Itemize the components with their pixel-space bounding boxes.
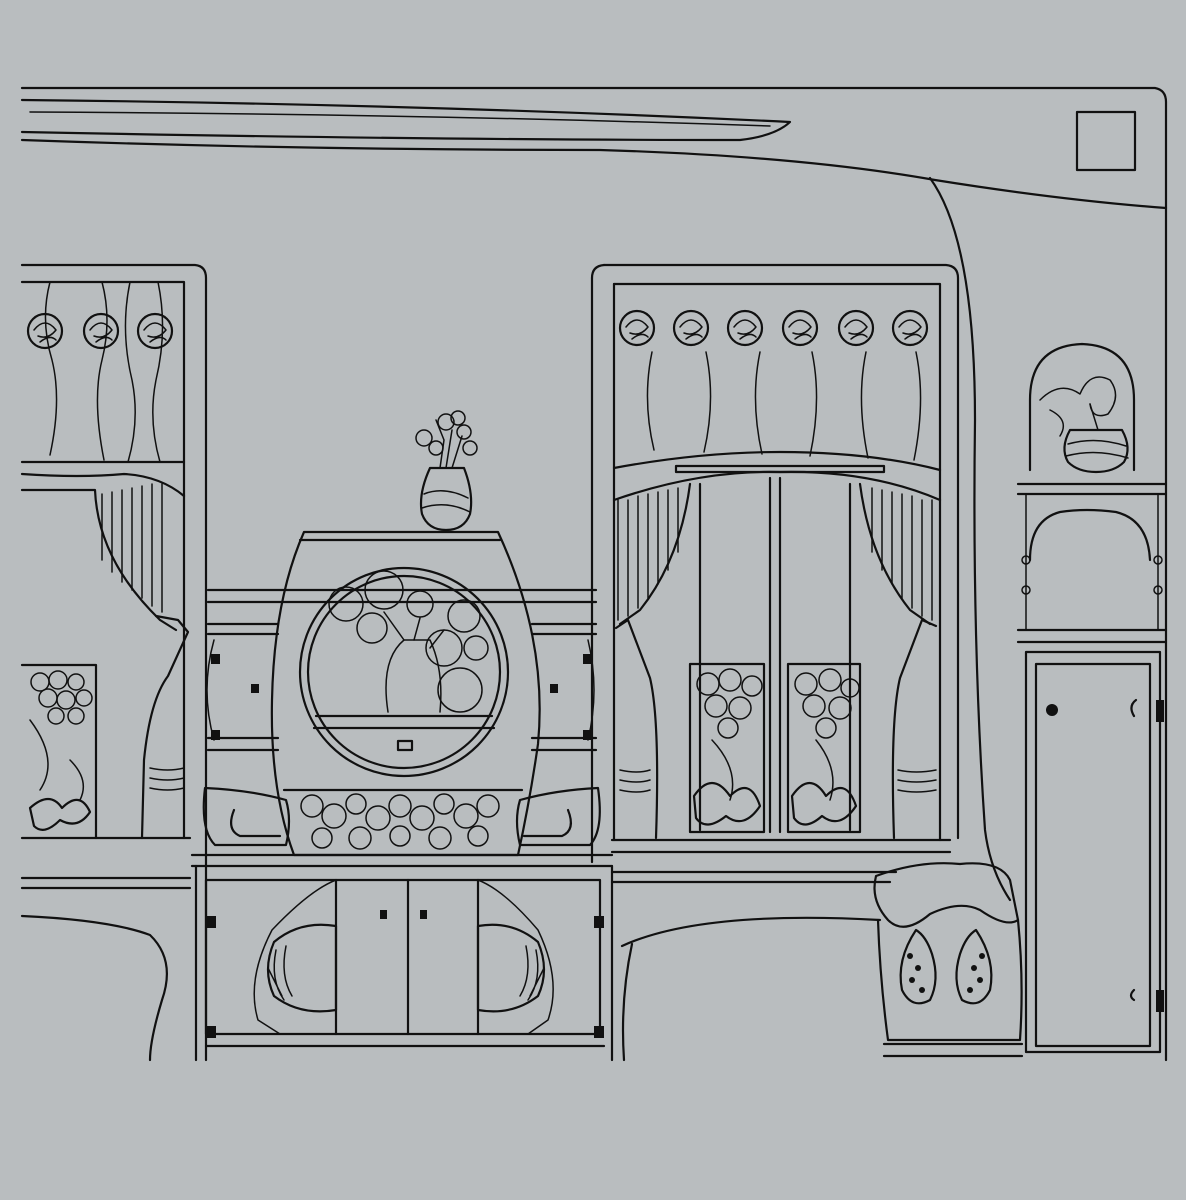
round-glass-window bbox=[298, 566, 510, 778]
right-window-seat bbox=[610, 870, 898, 1062]
corner-cabinet bbox=[1016, 342, 1168, 1054]
right-curtain-stripes bbox=[646, 351, 922, 461]
sideboard-lower-cabinet bbox=[194, 864, 614, 1062]
vase-with-flowers bbox=[415, 410, 478, 532]
central-sideboard bbox=[190, 530, 614, 868]
corner-square-motif bbox=[1075, 110, 1137, 172]
left-stained-glass-flowers bbox=[28, 670, 93, 831]
settle-armchair bbox=[873, 862, 1024, 1058]
arched-niche bbox=[1028, 342, 1136, 472]
left-window bbox=[20, 263, 208, 1062]
lower-flower-frieze bbox=[300, 793, 500, 850]
room-outline bbox=[20, 86, 1168, 1062]
round-window-flowers bbox=[328, 570, 489, 713]
right-rose-motifs bbox=[618, 309, 929, 347]
right-window bbox=[590, 263, 960, 864]
right-stained-glass-panels bbox=[688, 662, 862, 834]
left-window-seat bbox=[20, 876, 192, 1062]
left-curtain-stripes bbox=[44, 281, 164, 463]
left-rose-motifs bbox=[26, 312, 174, 350]
